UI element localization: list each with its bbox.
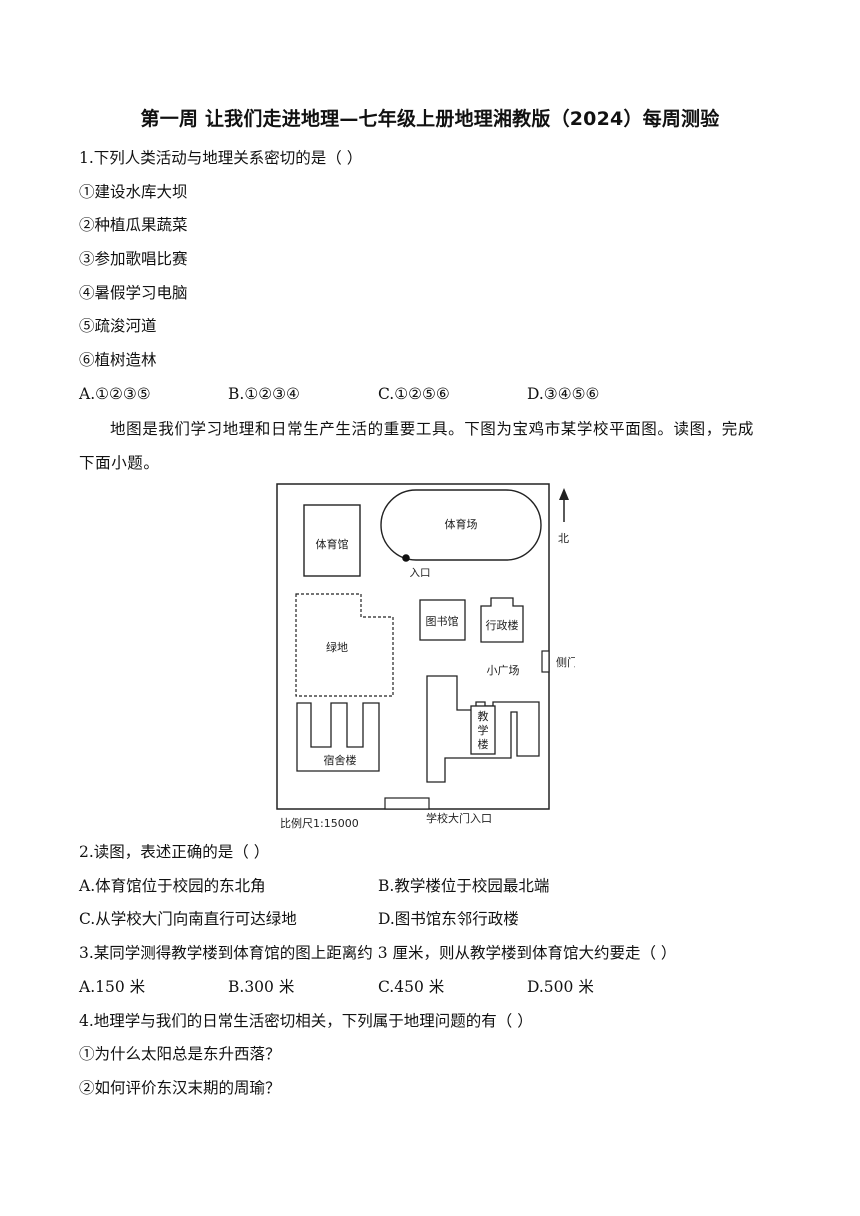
question-1-option-a[interactable]: A.①②③⑤	[79, 385, 151, 403]
question-2-option-c[interactable]: C.从学校大门向南直行可达绿地	[79, 910, 297, 928]
entrance-label: 入口	[410, 567, 431, 579]
school-map: 北 体育馆 体育场 入口 绿地 图书馆 行政楼 小广场 侧门 宿舍楼 教 学 楼…	[276, 483, 575, 830]
scale-label: 比例尺1:15000	[280, 816, 359, 830]
gymnasium-label: 体育馆	[316, 537, 349, 551]
question-3-option-d[interactable]: D.500 米	[527, 978, 594, 996]
stadium-track	[380, 489, 542, 561]
question-1-option-d[interactable]: D.③④⑤⑥	[527, 385, 600, 403]
question-1-item: ③参加歌唱比赛	[79, 250, 188, 268]
question-2-option-d[interactable]: D.图书馆东邻行政楼	[378, 910, 519, 928]
entrance-dot	[402, 554, 410, 562]
question-2-option-b[interactable]: B.教学楼位于校园最北端	[378, 877, 550, 895]
dormitory-building	[296, 702, 380, 772]
question-4-item: ②如何评价东汉末期的周瑜？	[79, 1079, 281, 1097]
gymnasium-building	[303, 504, 361, 577]
side-gate	[541, 650, 550, 673]
question-1-item: ②种植瓜果蔬菜	[79, 216, 188, 234]
question-1-option-b[interactable]: B.①②③④	[228, 385, 300, 403]
admin-building	[480, 597, 524, 643]
question-1-option-c[interactable]: C.①②⑤⑥	[378, 385, 450, 403]
main-gate	[384, 797, 430, 810]
question-3-option-c[interactable]: C.450 米	[378, 978, 445, 996]
library-building	[419, 599, 466, 641]
question-4-stem: 4.地理学与我们的日常生活密切相关，下列属于地理问题的有（ ）	[79, 1012, 533, 1030]
greenland-label: 绿地	[326, 640, 348, 654]
teaching-label-2: 学	[478, 723, 489, 737]
material-paragraph: 地图是我们学习地理和日常生产生活的重要工具。下图为宝鸡市某学校平面图。读图，完成…	[79, 420, 755, 472]
question-3-option-a[interactable]: A.150 米	[79, 978, 146, 996]
north-arrow-head	[559, 488, 569, 500]
question-2-stem: 2.读图，表述正确的是（ ）	[79, 843, 270, 861]
north-label: 北	[558, 532, 569, 545]
question-1-stem: 1.下列人类活动与地理关系密切的是（ ）	[79, 149, 363, 167]
plaza-label: 小广场	[487, 663, 520, 677]
question-2-option-a[interactable]: A.体育馆位于校园的东北角	[79, 877, 266, 895]
teaching-building-core	[470, 705, 496, 755]
page-title: 第一周 让我们走进地理—七年级上册地理湘教版（2024）每周测验	[140, 108, 720, 130]
question-1-item: ④暑假学习电脑	[79, 284, 188, 302]
teaching-label-1: 教	[478, 710, 489, 723]
library-label: 图书馆	[426, 614, 459, 628]
question-1-item: ①建设水库大坝	[79, 183, 188, 201]
question-3-option-b[interactable]: B.300 米	[228, 978, 295, 996]
teaching-label-3: 楼	[478, 737, 489, 751]
question-1-item: ⑥植树造林	[79, 351, 157, 369]
question-3-stem: 3.某同学测得教学楼到体育馆的图上距离约 3 厘米，则从教学楼到体育馆大约要走（…	[79, 944, 677, 962]
stadium-label: 体育场	[445, 517, 478, 531]
side-gate-label: 侧门	[556, 655, 575, 669]
greenland-area	[295, 593, 394, 697]
dormitory-label: 宿舍楼	[324, 753, 357, 767]
question-4-item: ①为什么太阳总是东升西落？	[79, 1045, 281, 1063]
admin-label: 行政楼	[486, 618, 519, 632]
question-1-item: ⑤疏浚河道	[79, 317, 157, 335]
main-gate-label: 学校大门入口	[426, 811, 492, 825]
